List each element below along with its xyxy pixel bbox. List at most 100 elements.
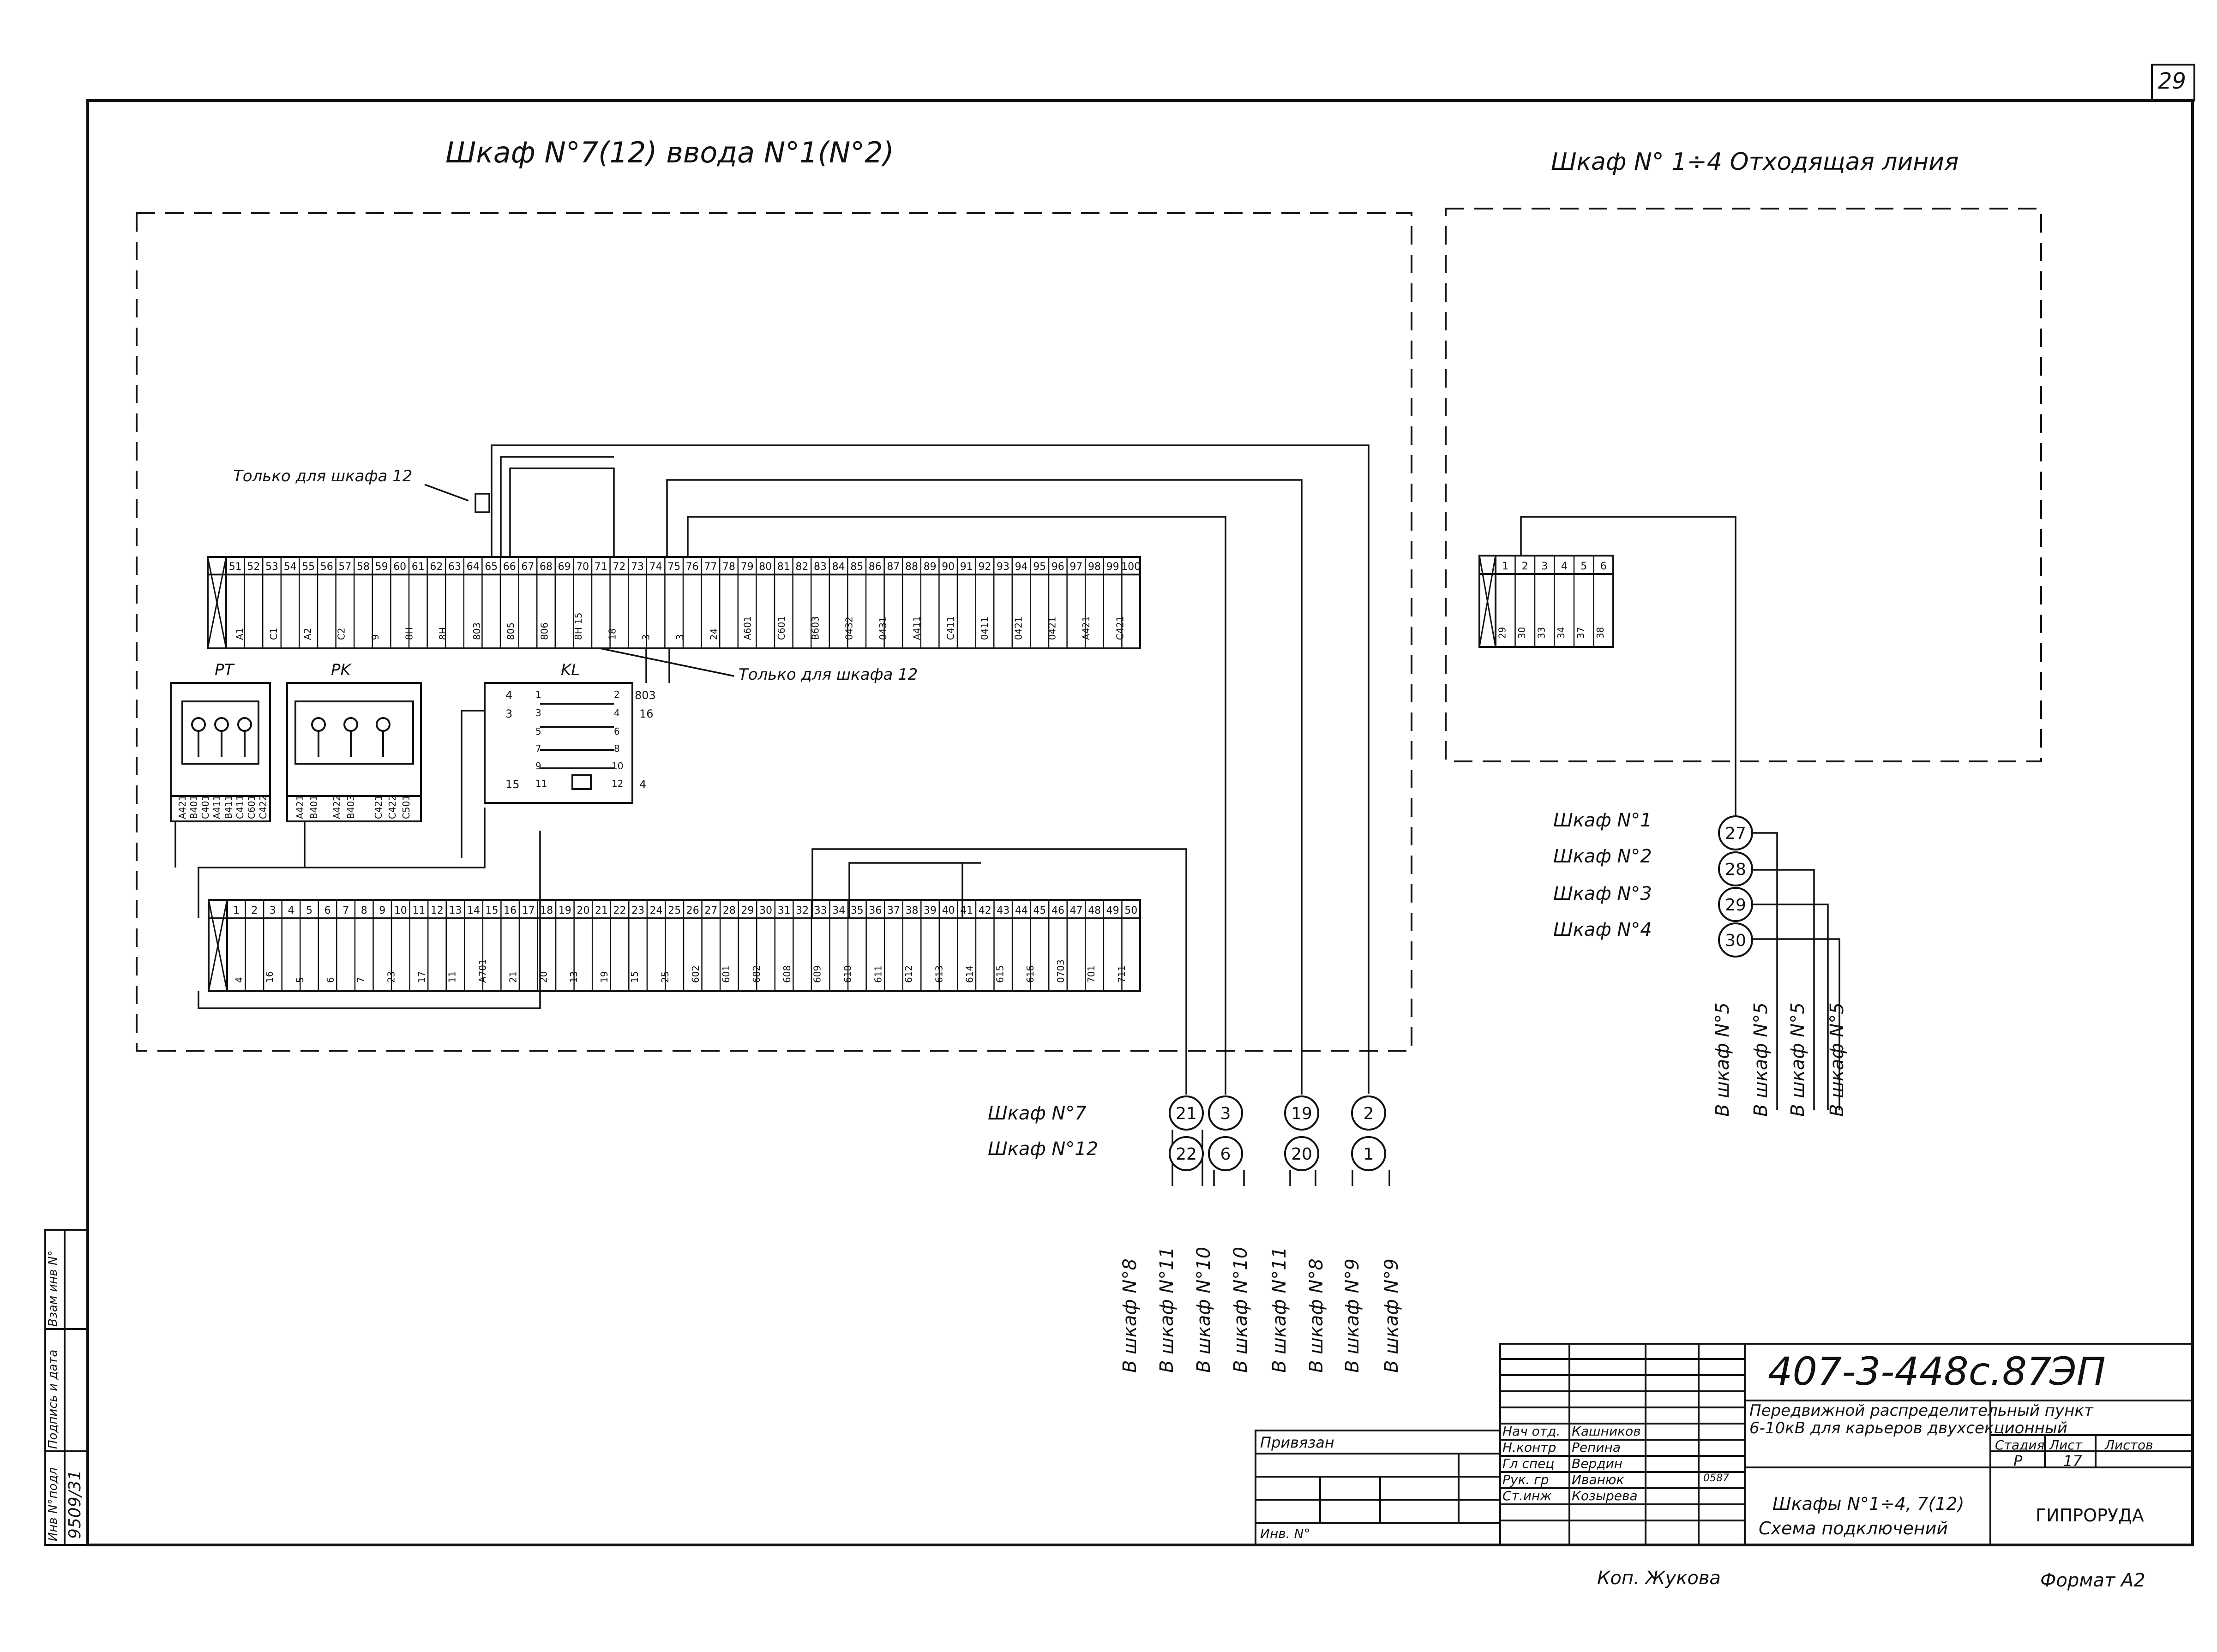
bottom-strip-number: 15 [486,905,499,916]
sheet-title-1: Шкафы N°1÷4, 7(12) [1772,1494,1965,1514]
pk-wire: B403 [345,795,356,819]
top-strip-number: 54 [284,561,297,573]
bottom-strip-number: 23 [631,905,644,916]
top-strip-number: 60 [393,561,406,573]
bottom-strip-number: 44 [1015,905,1028,916]
top-strip-number: 58 [357,561,370,573]
bottom-strip-wire: 610 [842,965,853,983]
top-strip-number: 70 [576,561,589,573]
top-strip-wire: C1 [268,628,279,640]
bottom-strip-number: 33 [814,905,827,916]
top-strip-number: 51 [229,561,242,573]
bottom-strip-wire: 5 [294,977,306,983]
project-line-2: 6-10кВ для карьеров двухсекционный [1749,1419,2067,1437]
role: Ст.инж [1502,1488,1552,1503]
kl-left-terminal: 3 [505,707,513,720]
top-strip-number: 100 [1121,561,1141,573]
outgoing-cabinet-boundary [1445,208,2042,762]
outgoing-destination: В шкаф N°5 [1712,1002,1733,1117]
top-strip-number: 68 [540,561,553,573]
bottom-strip-number: 47 [1070,905,1083,916]
bottom-strip-number: 50 [1124,905,1137,916]
bottom-strip-number: 27 [704,905,717,916]
top-strip-wire: 0431 [877,617,889,640]
bottom-strip-number: 36 [869,905,882,916]
top-strip-wire: A2 [302,628,313,640]
bottom-strip-number: 38 [906,905,919,916]
input-destination: В шкаф N°11 [1269,1246,1290,1373]
top-strip-wire: 0432 [844,617,855,640]
bottom-strip-number: 43 [997,905,1009,916]
top-strip-number: 96 [1051,561,1064,573]
top-strip-number: 74 [649,561,662,573]
top-strip-number: 73 [631,561,644,573]
top-strip-wire: C2 [336,628,347,640]
role: Рук. гр [1502,1472,1549,1487]
bottom-strip-number: 42 [979,905,991,916]
pt-wire: C422 [258,795,269,819]
top-strip-number: 53 [265,561,278,573]
kl-right-terminal: 16 [639,707,654,720]
bottom-strip-wire: 17 [416,971,427,983]
top-strip-number: 78 [722,561,735,573]
top-strip-number: 81 [777,561,790,573]
outgoing-circle-label: 29 [1725,896,1746,915]
top-strip-number: 63 [448,561,461,573]
input-destination: В шкаф N°9 [1342,1258,1363,1373]
kl-pin: 11 [535,778,547,789]
input-circle-top-label: 19 [1291,1104,1312,1123]
top-strip-number: 97 [1069,561,1082,573]
kl-label: KL [561,661,580,679]
bottom-strip-number: 35 [851,905,864,916]
kl-pin: 5 [535,726,541,737]
organization: ГИПРОРУДА [2036,1505,2144,1526]
top-strip-number: 86 [869,561,882,573]
bottom-strip-wire: 23 [386,971,397,983]
sheet-header: Лист [2049,1437,2082,1453]
input-destination: В шкаф N°10 [1230,1246,1251,1373]
input-label-7: Шкаф N°7 [988,1103,1087,1124]
input-circle-bottom [1208,1136,1243,1171]
input-label-12: Шкаф N°12 [988,1138,1099,1160]
top-strip-number: 75 [667,561,680,573]
bottom-strip-number: 40 [942,905,955,916]
right-strip-number: 1 [1502,561,1508,572]
pk-wire: A421 [294,795,306,819]
bottom-strip-wire: 616 [1025,965,1036,983]
bottom-strip-number: 2 [251,905,258,916]
input-cabinet-boundary [136,212,1412,1052]
top-strip-number: 82 [795,561,808,573]
bottom-strip-number: 21 [595,905,608,916]
outgoing-circle [1718,815,1753,850]
pt-block [170,682,271,822]
input-circle-bottom [1169,1136,1204,1171]
bottom-strip-number: 14 [467,905,480,916]
bottom-strip-wire: 21 [507,971,518,983]
top-strip-wire: 9 [370,634,381,640]
pk-label: PK [331,661,351,679]
bottom-strip-wire: 602 [690,965,701,983]
bottom-strip-number: 12 [431,905,444,916]
outgoing-circle-label: 30 [1725,931,1746,950]
signer: Козырева [1572,1488,1638,1503]
input-destination: В шкаф N°8 [1119,1258,1141,1373]
bottom-strip-number: 11 [412,905,425,916]
side-stamp-inv-value: 9509/31 [66,1470,84,1539]
project-line-1: Передвижной распределительный пункт [1749,1401,2093,1420]
pt-wire: A421 [177,795,188,819]
bottom-strip-number: 45 [1033,905,1046,916]
bottom-strip-number: 5 [306,905,312,916]
kl-pin: 8 [614,743,620,754]
bottom-strip-number: 4 [288,905,294,916]
input-circle-bottom [1351,1136,1386,1171]
top-strip-number: 71 [595,561,607,573]
page-number: 29 [2158,68,2187,94]
bottom-strip-wire: 13 [568,971,579,983]
bottom-strip-wire: 19 [599,971,610,983]
top-strip-number: 56 [320,561,333,573]
bottom-strip-number: 26 [686,905,699,916]
bottom-strip-wire: A701 [477,959,488,983]
pk-wire: C421 [373,795,384,819]
bottom-strip-number: 46 [1051,905,1064,916]
